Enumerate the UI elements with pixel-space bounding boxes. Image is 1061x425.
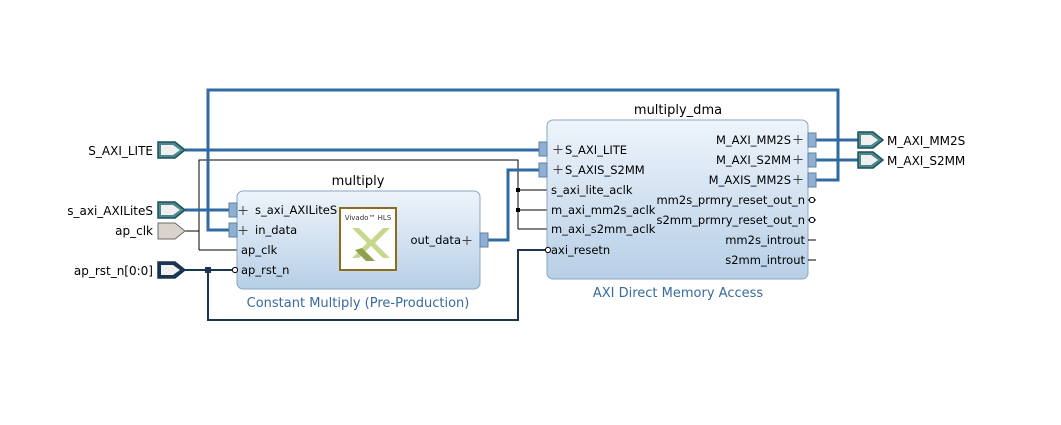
pin-out-data[interactable]: out_data [411, 233, 462, 247]
rst-net-to-dma[interactable] [207, 249, 546, 321]
inverted-reset-bubble-icon [231, 266, 239, 274]
pin-stubs [808, 199, 816, 261]
pin-mm2s-prmry-reset-out-n[interactable]: mm2s_prmry_reset_out_n [656, 193, 805, 207]
dma-block-name: multiply_dma [634, 103, 722, 118]
pin-axi-resetn[interactable]: axi_resetn [551, 243, 610, 257]
port-ap-clk[interactable] [157, 222, 186, 240]
vivado-hls-logo: Vivado™ HLS [339, 207, 397, 271]
pin-s-axi-lite-aclk[interactable]: s_axi_lite_aclk [551, 183, 633, 197]
pin-m-axis-mm2s[interactable]: M_AXIS_MM2S [709, 173, 791, 187]
inverted-output-bubble-icon [808, 216, 816, 224]
multiply-block[interactable]: multiply Constant Multiply (Pre-Producti… [228, 174, 489, 311]
pin-s-axis-s2mm[interactable]: S_AXIS_S2MM [565, 163, 645, 177]
inverted-reset-bubble-icon [544, 246, 552, 254]
port-label-s-axi-lite: S_AXI_LITE [88, 144, 153, 158]
expand-plus-icon[interactable] [238, 206, 472, 245]
pin-m-axi-s2mm[interactable]: M_AXI_S2MM [716, 153, 791, 167]
nets [185, 88, 858, 321]
pin-s2mm-introut[interactable]: s2mm_introut [725, 253, 805, 267]
dma-block[interactable]: multiply_dma AXI Direct Memory Access S_… [538, 103, 817, 301]
bus-connector[interactable] [538, 162, 548, 178]
external-ports: S_AXI_LITE s_axi_AXILiteS ap_clk ap_rst_… [67, 131, 965, 279]
pin-in-data[interactable]: in_data [255, 223, 297, 237]
port-label-m-axi-mm2s: M_AXI_MM2S [887, 134, 965, 148]
pin-ap-clk[interactable]: ap_clk [241, 243, 278, 257]
pin-s2mm-prmry-reset-out-n[interactable]: s2mm_prmry_reset_out_n [656, 213, 805, 227]
port-label-ap-clk: ap_clk [115, 224, 153, 238]
port-label-ap-rst-n: ap_rst_n[0:0] [74, 264, 153, 278]
m-axis-mm2s-loop-bus[interactable] [206, 88, 840, 232]
port-inner [161, 265, 180, 275]
out-data-bus[interactable] [488, 168, 539, 242]
bus-connector[interactable] [228, 202, 238, 218]
port-inner [861, 135, 878, 145]
vivado-hls-logo-text: Vivado™ HLS [345, 214, 392, 222]
port-inner [161, 145, 180, 155]
bus-connector[interactable] [228, 222, 238, 238]
port-inner [161, 205, 180, 215]
junction-dot [516, 208, 520, 212]
multiply-block-subtitle: Constant Multiply (Pre-Production) [247, 296, 470, 311]
bus-connector[interactable] [538, 141, 548, 157]
multiply-block-name: multiply [332, 174, 385, 189]
pin-s-axi-lite[interactable]: S_AXI_LITE [565, 143, 627, 157]
junction-dot [205, 267, 211, 273]
bus-connector[interactable] [479, 232, 489, 248]
dma-block-subtitle: AXI Direct Memory Access [593, 286, 764, 301]
inverted-output-bubble-icon [808, 196, 816, 204]
port-label-s-axi-axilites: s_axi_AXILiteS [67, 204, 153, 218]
pin-m-axi-s2mm-aclk[interactable]: m_axi_s2mm_aclk [551, 222, 656, 236]
pin-m-axi-mm2s[interactable]: M_AXI_MM2S [716, 133, 791, 147]
port-inner [861, 155, 878, 165]
port-label-m-axi-s2mm: M_AXI_S2MM [887, 154, 965, 168]
pin-m-axi-mm2s-aclk[interactable]: m_axi_mm2s_aclk [551, 203, 656, 217]
bus-connector[interactable] [807, 172, 817, 188]
bus-connector[interactable] [807, 132, 817, 148]
expand-plus-icon[interactable] [553, 135, 803, 184]
pin-mm2s-introut[interactable]: mm2s_introut [725, 233, 805, 247]
junction-dot [516, 188, 520, 192]
bus-connector[interactable] [807, 152, 817, 168]
pin-ap-rst-n[interactable]: ap_rst_n [241, 263, 289, 277]
pin-s-axi-axilites[interactable]: s_axi_AXILiteS [255, 203, 337, 217]
clk-net[interactable] [185, 159, 547, 232]
